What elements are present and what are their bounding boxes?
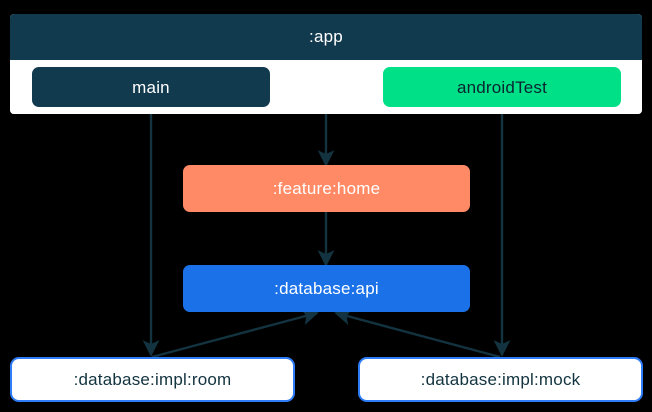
subgraph-app-title: :app [10,14,642,60]
node-feature-home-label: :feature:home [272,179,381,198]
edge-database-impl-room-to-database-api [151,308,319,359]
node-main[interactable]: main [32,67,270,107]
edge-database-impl-mock-to-database-api [334,308,501,359]
node-database-impl-room-label: :database:impl:room [73,370,232,389]
node-android-test[interactable]: androidTest [383,67,621,107]
node-database-api[interactable]: :database:api [183,265,470,312]
subgraph-app-title-label: :app [309,27,343,46]
node-database-impl-mock[interactable]: :database:impl:mock [358,357,643,402]
node-database-api-label: :database:api [274,279,379,298]
node-android-test-label: androidTest [456,77,548,97]
node-main-label: main [132,77,170,97]
node-feature-home[interactable]: :feature:home [183,165,470,212]
node-database-impl-room[interactable]: :database:impl:room [10,357,295,402]
node-database-impl-mock-label: :database:impl:mock [420,370,581,389]
subgraph-app-body: main androidTest [10,60,642,114]
subgraph-app[interactable]: :app main androidTest [10,14,642,114]
